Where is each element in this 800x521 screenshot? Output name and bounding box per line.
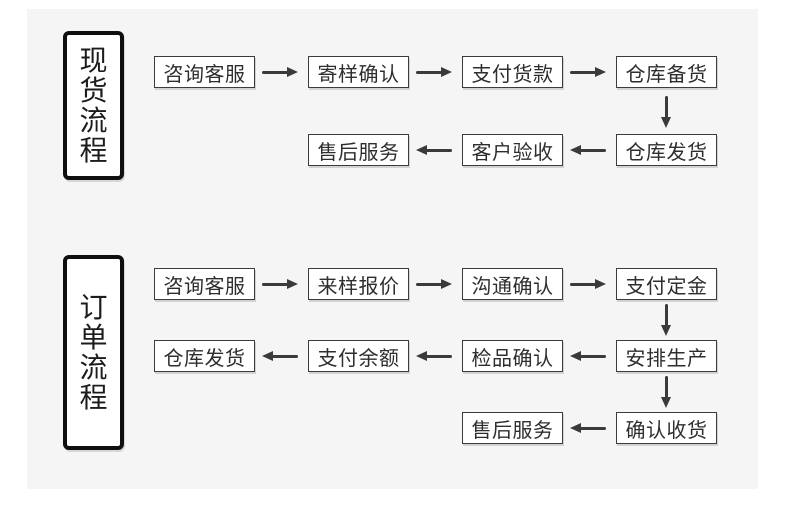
node-pay-for-goods: 支付货款 — [462, 56, 563, 88]
arrow-right-icon — [262, 279, 298, 289]
background-panel — [27, 9, 758, 489]
node-send-sample-confirm: 寄样确认 — [308, 56, 409, 88]
section-label-order-flow: 订单流程 — [63, 255, 124, 450]
node-warehouse-ship: 仓库发货 — [154, 340, 255, 372]
arrow-left-icon — [570, 423, 606, 433]
arrow-left-icon — [570, 145, 606, 155]
arrow-left-icon — [570, 351, 606, 361]
node-communicate-confirm: 沟通确认 — [462, 268, 563, 300]
arrow-left-icon — [416, 145, 452, 155]
arrow-down-icon — [661, 376, 671, 408]
arrow-right-icon — [262, 67, 298, 77]
node-arrange-production: 安排生产 — [616, 340, 717, 372]
section-label-spot-flow: 现货流程 — [63, 31, 124, 180]
node-pay-balance: 支付余额 — [308, 340, 409, 372]
arrow-right-icon — [570, 67, 606, 77]
node-warehouse-ship: 仓库发货 — [616, 134, 717, 166]
arrow-right-icon — [416, 279, 452, 289]
node-consult-support: 咨询客服 — [154, 268, 255, 300]
arrow-down-icon — [661, 96, 671, 128]
node-sample-quote: 来样报价 — [308, 268, 409, 300]
node-consult-support: 咨询客服 — [154, 56, 255, 88]
arrow-left-icon — [262, 351, 298, 361]
arrow-left-icon — [416, 351, 452, 361]
arrow-right-icon — [570, 279, 606, 289]
node-after-sales-service: 售后服务 — [308, 134, 409, 166]
node-customer-acceptance: 客户验收 — [462, 134, 563, 166]
arrow-right-icon — [416, 67, 452, 77]
node-inspection-confirm: 检品确认 — [462, 340, 563, 372]
node-pay-deposit: 支付定金 — [616, 268, 717, 300]
node-confirm-receipt: 确认收货 — [616, 412, 717, 444]
node-warehouse-prepare: 仓库备货 — [616, 56, 717, 88]
arrow-down-icon — [661, 304, 671, 336]
node-after-sales-service: 售后服务 — [462, 412, 563, 444]
